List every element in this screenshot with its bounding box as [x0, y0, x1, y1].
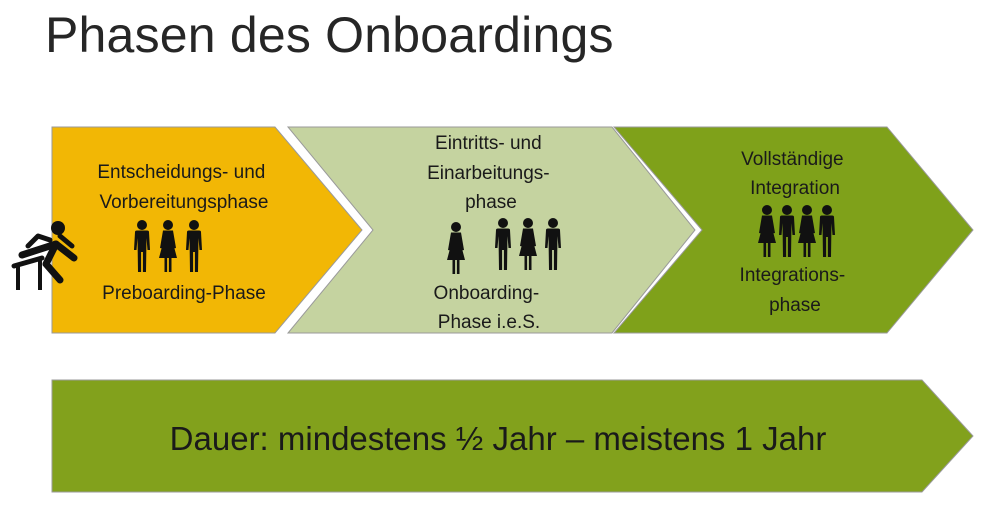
phase-2-top-line-1: Eintritts- und: [435, 133, 542, 154]
phase-1-top-line-2: Vorbereitungsphase: [99, 192, 268, 213]
duration-arrow: [51, 379, 974, 493]
phase-3-bottom-line-1: Integrations-: [740, 265, 846, 286]
phase-2-bottom-line-1: Onboarding-: [434, 283, 540, 304]
phase-1-bottom-line-1: Preboarding-Phase: [102, 283, 266, 304]
duration-label: Dauer: mindestens ½ Jahr – meistens 1 Ja…: [170, 420, 827, 457]
hurdle-runner-icon: [11, 221, 78, 290]
phase-2-bottom-line-2: Phase i.e.S.: [438, 312, 540, 333]
phase-3-top-label: Vollständige Integration: [741, 149, 849, 199]
phase-1-bottom-label: Preboarding-Phase: [102, 283, 266, 304]
phase-2-top-line-3: phase: [465, 192, 517, 213]
phase-3-bottom-label: Integrations- phase: [740, 265, 851, 316]
phase-1-top-label: Entscheidungs- und Vorbereitungsphase: [97, 162, 270, 213]
phase-chevron-2: [286, 126, 696, 334]
phase-3-top-line-1: Vollständige: [741, 149, 843, 170]
phase-2-top-line-2: Einarbeitungs-: [427, 163, 550, 184]
phase-1-top-line-1: Entscheidungs- und: [97, 162, 265, 183]
phase-3-top-line-2: Integration: [750, 178, 840, 199]
phase-3-bottom-line-2: phase: [769, 295, 821, 316]
phase-chevron-1: [51, 126, 363, 334]
page-title: Phasen des Onboardings: [45, 7, 614, 63]
phase-2-top-label: Eintritts- und Einarbeitungs- phase: [427, 133, 555, 213]
phase-2-bottom-label: Onboarding- Phase i.e.S.: [434, 283, 545, 333]
